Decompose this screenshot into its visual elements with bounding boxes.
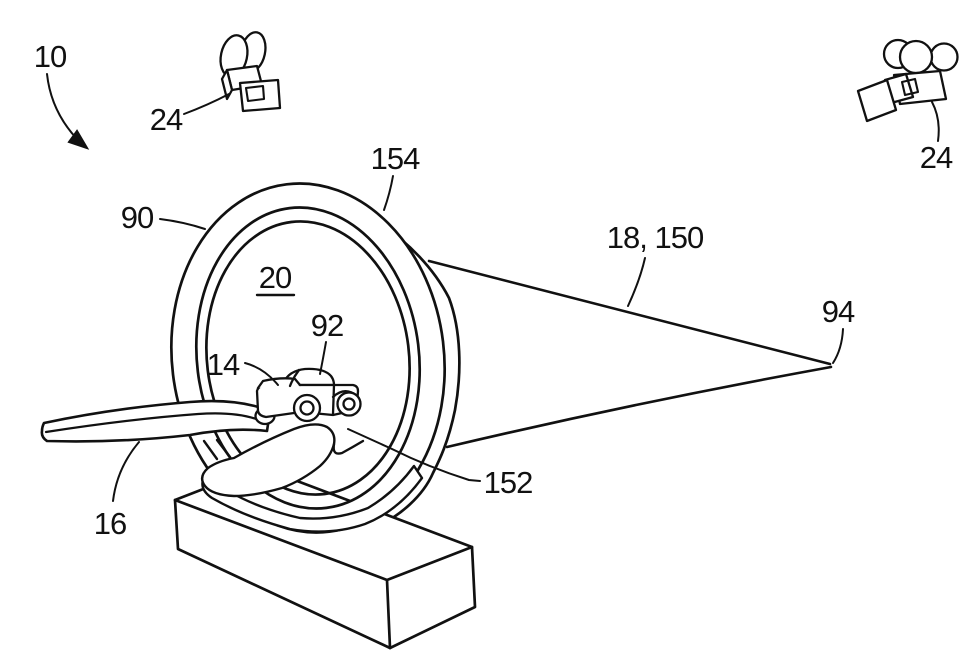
leader-18-150	[627, 257, 646, 307]
leader-24-left	[183, 93, 230, 115]
leader-154	[383, 175, 394, 211]
arrowhead-10	[67, 129, 90, 150]
car-front-hub	[299, 400, 315, 416]
leader-152	[347, 428, 481, 482]
camera-left-side	[220, 68, 234, 101]
toy-car	[254, 367, 362, 426]
label-10: 10	[34, 39, 67, 74]
table-board	[40, 399, 272, 443]
bore-cradle	[200, 423, 424, 533]
label-16: 16	[94, 506, 126, 541]
car-cabin-line	[331, 383, 336, 416]
car-rear-hub	[342, 397, 356, 411]
table-edge-line	[44, 412, 266, 434]
beam-upper-edge	[427, 259, 832, 366]
cradle-slab	[200, 423, 336, 498]
scan-table	[40, 399, 272, 443]
leader-94	[832, 328, 844, 364]
camera-right-icon	[856, 38, 959, 123]
leader-24-right	[931, 101, 940, 142]
label-154: 154	[371, 141, 420, 176]
camera-right-reel-right	[929, 42, 959, 72]
camera-right-reel-left	[898, 39, 934, 75]
leader-16	[112, 441, 140, 502]
label-90: 90	[121, 200, 154, 235]
leader-10-arrow	[46, 73, 78, 140]
leader-14	[244, 362, 279, 386]
camera-left-mount	[238, 78, 282, 113]
label-24-right: 24	[920, 140, 953, 175]
label-152: 152	[484, 465, 533, 500]
beam-cone	[427, 259, 833, 449]
label-18-150: 18, 150	[607, 220, 704, 255]
camera-right-lens-outer	[856, 78, 898, 123]
bore-rim-outer	[194, 206, 422, 510]
pedestal-inner-edges	[173, 498, 474, 650]
leader-90	[159, 218, 206, 230]
leader-92	[319, 341, 327, 375]
label-92: 92	[311, 308, 343, 343]
cradle-notch	[332, 439, 365, 455]
camera-left-icon	[219, 31, 282, 113]
label-14: 14	[207, 347, 240, 382]
beam-lower-edge	[445, 365, 833, 449]
leader-lines	[46, 73, 940, 502]
table-support-strut	[202, 438, 232, 461]
bore-rim-inner	[205, 220, 411, 496]
reference-numerals: 10 24 24 90 154 20 18, 150 94 92 14 16 1…	[34, 39, 954, 541]
label-94: 94	[822, 294, 855, 329]
car-windshield	[288, 368, 301, 388]
camera-right-lens-detail	[900, 77, 920, 97]
label-20: 20	[259, 260, 292, 295]
label-24-left: 24	[150, 102, 183, 137]
camera-left-lens	[244, 84, 266, 103]
